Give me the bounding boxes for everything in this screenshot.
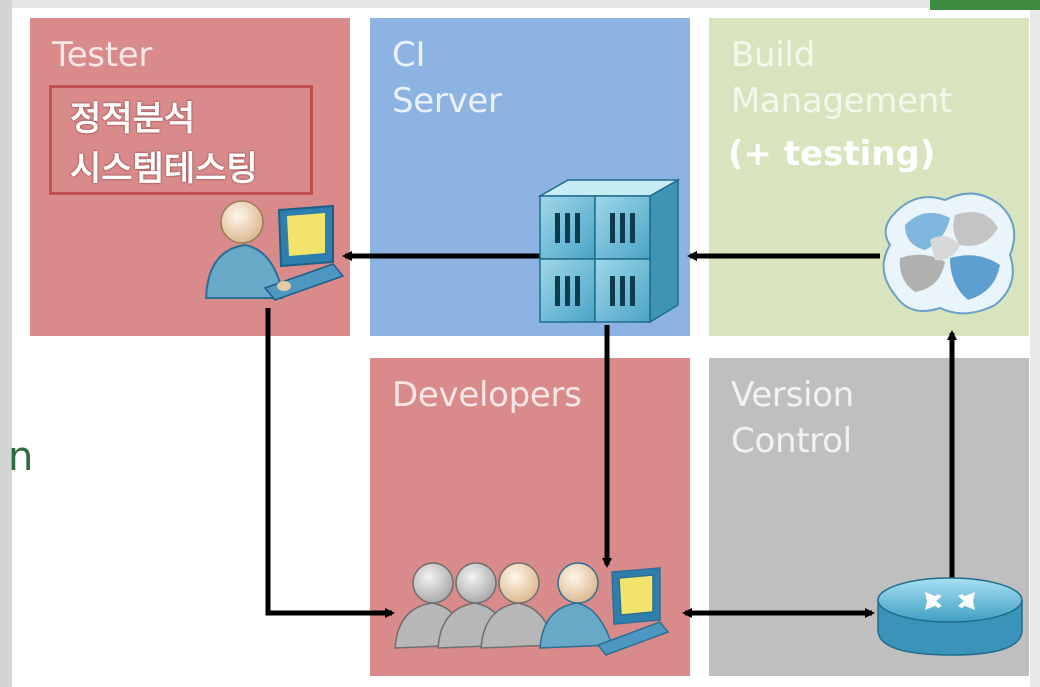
build-note: (+ testing) [728,134,936,174]
cropped-text: n [8,434,34,480]
window-top-border [0,0,1040,8]
background-accent [930,0,1040,10]
window-right-border [1030,0,1040,687]
tile-version-control-label: Version Control [731,375,854,461]
tile-ci-server-label: CI Server [392,35,502,121]
tester-person-laptop-icon [204,200,345,301]
tester-note-line-1: 정적분석 [70,99,196,139]
tile-tester-label: Tester [52,35,153,75]
tile-developers-label: Developers [392,375,582,415]
tester-note-box [49,85,313,195]
router-icon [877,577,1023,656]
developer-group-icon [394,562,670,656]
server-stack-icon [537,178,681,324]
tile-build-management-label: Build Management [731,35,952,121]
arrow-tester-to-developers [265,308,395,618]
tester-note-line-2: 시스템테스팅 [70,149,258,189]
puzzle-cloud-icon [882,192,1016,315]
window-left-border [0,0,12,687]
